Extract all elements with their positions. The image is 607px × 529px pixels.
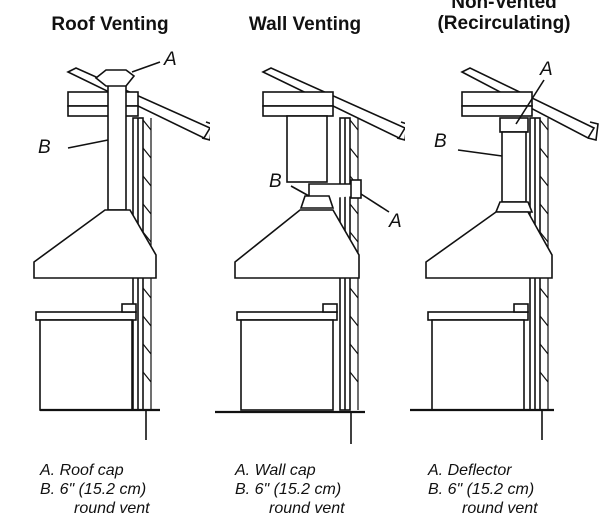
callout-b: B <box>38 137 51 158</box>
duct-transition <box>299 195 335 209</box>
leader-a <box>360 193 390 213</box>
wall-venting-diagram <box>215 67 405 444</box>
callout-b: B <box>269 171 282 192</box>
legend-item-b: B. 6" (15.2 cm) <box>235 481 342 498</box>
legend-item-b-cont: round vent <box>462 500 538 517</box>
ceiling-joist <box>67 91 139 107</box>
legend-item-b: B. 6" (15.2 cm) <box>40 481 147 498</box>
roof-rafter <box>66 67 210 140</box>
panel-title-line2: (Recirculating) <box>437 13 571 34</box>
leader-a <box>515 79 545 125</box>
panel-title: Roof Venting <box>51 14 169 35</box>
roof-fascia <box>587 121 599 141</box>
round-vent-duct <box>501 131 527 203</box>
roof-rafter <box>261 67 405 140</box>
roof-fascia <box>396 121 405 141</box>
countertop <box>427 311 529 321</box>
callout-a: A <box>389 211 402 232</box>
legend-item-a: A. Deflector <box>428 462 512 479</box>
range-hood <box>425 211 553 279</box>
callout-a: A <box>164 49 177 70</box>
ceiling-joist <box>262 91 334 107</box>
callout-b: B <box>434 131 447 152</box>
legend-item-a: A. Roof cap <box>40 462 124 479</box>
deflector <box>499 117 529 133</box>
roof-venting-diagram <box>33 61 210 440</box>
legend: A. Deflector B. 6" (15.2 cm) round vent <box>428 461 538 518</box>
countertop <box>236 311 338 321</box>
legend-item-b: B. 6" (15.2 cm) <box>428 481 535 498</box>
base-cabinet <box>240 319 334 411</box>
legend-item-a: A. Wall cap <box>235 462 316 479</box>
roof-cap <box>94 69 136 87</box>
roof-fascia <box>201 121 210 141</box>
panel-title: Wall Venting <box>248 14 362 35</box>
panel-wall-venting: Wall Venting <box>205 0 405 529</box>
non-vented-diagram <box>410 67 599 440</box>
round-vent-duct <box>107 83 127 211</box>
leader-b <box>290 185 310 197</box>
legend: A. Roof cap B. 6" (15.2 cm) round vent <box>40 461 150 518</box>
panel-roof-venting: Roof Venting <box>10 0 210 529</box>
range-hood <box>33 209 157 279</box>
leader-b <box>457 149 503 157</box>
base-cabinet <box>431 319 525 411</box>
callout-a: A <box>540 59 553 80</box>
legend-item-b-cont: round vent <box>74 500 150 517</box>
panel-title-line1: Non-Vented <box>451 0 557 13</box>
panel-non-vented: Non-Vented (Recirculating) <box>404 0 604 529</box>
leader-b <box>67 139 109 149</box>
panel-title: Non-Vented (Recirculating) <box>404 0 604 34</box>
base-cabinet <box>39 319 133 411</box>
soffit-box <box>286 115 328 183</box>
leader-a <box>131 61 161 73</box>
range-hood <box>234 209 360 279</box>
legend-item-b-cont: round vent <box>269 500 345 517</box>
ceiling-joist <box>461 91 533 107</box>
countertop <box>35 311 137 321</box>
legend: A. Wall cap B. 6" (15.2 cm) round vent <box>235 461 345 518</box>
